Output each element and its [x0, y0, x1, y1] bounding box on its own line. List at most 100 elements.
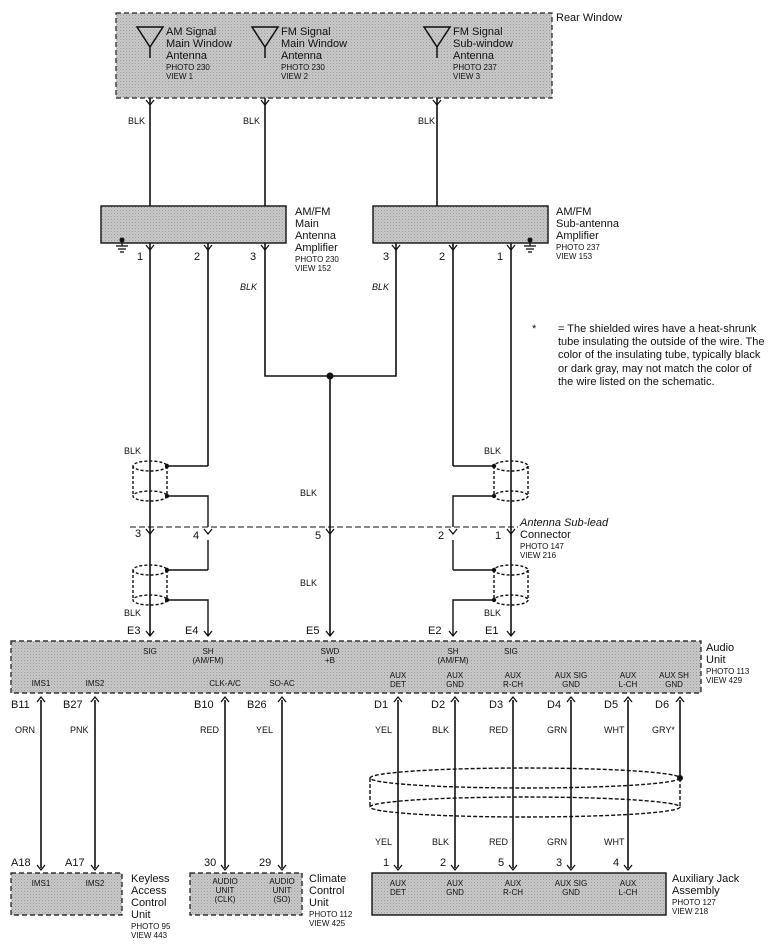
pin-number: A17	[65, 857, 85, 869]
aux-terminal-label: AUX SIG	[554, 879, 588, 888]
climate-terminal-label: UNIT	[215, 886, 235, 895]
pin-number: B11	[11, 699, 30, 711]
pin-number: 3	[250, 251, 257, 263]
aux-jack-l2: Assembly	[672, 885, 720, 897]
climate-terminal-label: (SO)	[273, 895, 291, 904]
pin-number: D2	[431, 699, 446, 711]
wire-color: GRY*	[652, 725, 675, 735]
aux-jack-l1: Auxiliary Jack	[672, 873, 740, 885]
audio-terminal-label: SH	[202, 647, 214, 656]
aux-terminal-label: R-CH	[503, 888, 523, 897]
pin-number: 5	[498, 857, 505, 869]
pin-number: 5	[315, 530, 322, 542]
aux-terminal-label: AUX	[504, 879, 522, 888]
audio-terminal-label: (AM/FM)	[192, 656, 224, 665]
note-star: *	[532, 323, 537, 335]
audio-terminal-label: GND	[446, 680, 464, 689]
wire-color: YEL	[375, 837, 393, 847]
sublead-photo: PHOTO 147	[520, 542, 564, 551]
pin-number: 2	[438, 530, 445, 542]
keyless-terminal-label: IMS1	[31, 879, 51, 888]
pin-number: 29	[259, 857, 272, 869]
wire-color: RED	[200, 725, 220, 735]
shield-note: = The shielded wires have a heat-shrunk …	[558, 323, 765, 388]
keyless-l1: Keyless	[131, 873, 170, 885]
audio-unit-box	[10, 640, 702, 694]
rear-window-title: Rear Window	[556, 12, 623, 24]
audio-unit-l2: Unit	[706, 654, 726, 666]
antenna-1-photo: PHOTO 230	[166, 63, 210, 72]
sub-amp-box	[372, 205, 549, 244]
main-amp-photo: PHOTO 230	[295, 255, 339, 264]
sub-amp-view: VIEW 153	[556, 252, 593, 261]
sub-amp-l2: Sub-antenna	[556, 218, 619, 230]
audio-terminal-label: SO-AC	[269, 679, 295, 688]
audio-terminal-label: AUX SIG	[554, 671, 588, 680]
pin-number: E3	[127, 625, 141, 637]
wire-color: GRN	[547, 837, 567, 847]
audio-unit-view: VIEW 429	[706, 676, 743, 685]
keyless-view: VIEW 443	[131, 931, 168, 940]
sub-amp-l3: Amplifier	[556, 230, 599, 242]
antenna-3-view: VIEW 3	[453, 72, 481, 81]
pin-number: 30	[204, 857, 217, 869]
antenna-1-l1: AM Signal	[166, 26, 217, 38]
main-amp-l1: AM/FM	[295, 206, 331, 218]
sub-amp-photo: PHOTO 237	[556, 243, 600, 252]
aux-terminal-label: GND	[562, 888, 580, 897]
wire-color: WHT	[604, 837, 625, 847]
wire-color: YEL	[375, 725, 393, 735]
pin-number: 3	[383, 251, 390, 263]
pin-number: B10	[194, 699, 214, 711]
audio-terminal-label: GND	[562, 680, 580, 689]
audio-terminal-label: CLK-A/C	[209, 679, 241, 688]
main-amp-view: VIEW 152	[295, 264, 332, 273]
audio-terminal-label: SIG	[504, 647, 518, 656]
aux-terminal-label: GND	[446, 888, 464, 897]
main-amp-l2: Main	[295, 218, 319, 230]
wire-color: YEL	[256, 725, 274, 735]
wire-color: BLK	[240, 282, 258, 292]
wire-color: PNK	[70, 725, 89, 735]
aux-terminal-label: AUX	[446, 879, 464, 888]
aux-terminal-label: L-CH	[618, 888, 638, 897]
antenna-2-l3: Antenna	[281, 50, 322, 62]
rear-window-box	[115, 12, 553, 99]
wire-color: BLK	[124, 446, 142, 456]
climate-l2: Control	[309, 885, 345, 897]
pin-number: E5	[306, 625, 320, 637]
climate-terminal-label: AUDIO	[269, 877, 295, 886]
main-amp-l4: Amplifier	[295, 242, 338, 254]
aux-jack-view: VIEW 218	[672, 907, 709, 916]
audio-terminal-label: DET	[390, 680, 406, 689]
audio-terminal-label: AUX SH	[659, 671, 689, 680]
pin-number: 1	[495, 530, 502, 542]
audio-unit-photo: PHOTO 113	[706, 667, 750, 676]
wire-color: RED	[489, 837, 509, 847]
climate-terminal-label: UNIT	[272, 886, 292, 895]
audio-terminal-label: AUX	[446, 671, 464, 680]
wire-color: BLK	[484, 446, 502, 456]
antenna-2-l1: FM Signal	[281, 26, 331, 38]
pin-number: 1	[497, 251, 504, 263]
aux-terminal-label: DET	[390, 888, 406, 897]
antenna-1-l2: Main Window	[166, 38, 233, 50]
audio-terminal-label: SH	[447, 647, 459, 656]
keyless-l3: Control	[131, 897, 167, 909]
main-amp-l3: Antenna	[295, 230, 336, 242]
sublead-l2: Connector	[520, 529, 571, 541]
pin-number: E1	[485, 625, 499, 637]
pin-number: 2	[439, 251, 446, 263]
main-amp-box	[100, 205, 287, 244]
climate-l1: Climate	[309, 873, 347, 885]
keyless-l2: Access	[131, 885, 167, 897]
antenna-2-view: VIEW 2	[281, 72, 309, 81]
pin-number: 3	[135, 528, 142, 540]
audio-terminal-label: L-CH	[618, 680, 638, 689]
climate-terminal-label: (CLK)	[214, 895, 236, 904]
climate-unit-box	[189, 872, 303, 916]
wire-color: BLK	[124, 608, 142, 618]
antenna-3-l3: Antenna	[453, 50, 494, 62]
